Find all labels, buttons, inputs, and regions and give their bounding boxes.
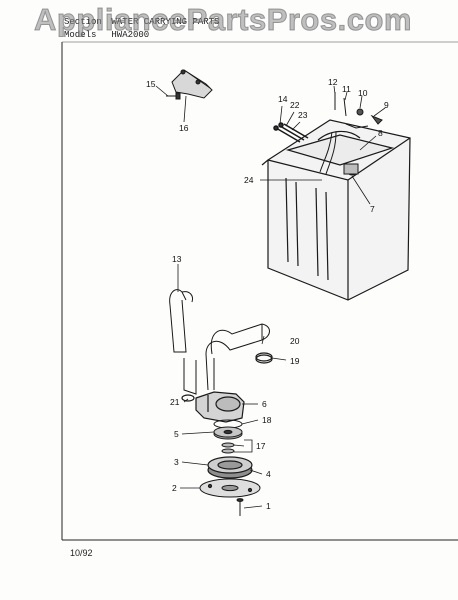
part-screw-15 bbox=[166, 92, 181, 100]
callout-22: 22 bbox=[290, 100, 300, 110]
callout-3: 3 bbox=[174, 457, 179, 467]
part-pump-6 bbox=[195, 391, 245, 423]
part-hose-20 bbox=[205, 323, 270, 391]
callout-14: 14 bbox=[278, 94, 288, 104]
revision-date: 10/92 bbox=[70, 548, 93, 558]
callout-7: 7 bbox=[370, 204, 375, 214]
part-gear-5 bbox=[213, 426, 243, 440]
part-clamp-21 bbox=[181, 394, 195, 402]
fasteners-top bbox=[334, 92, 383, 125]
part-plate-2 bbox=[199, 478, 261, 498]
callout-10: 10 bbox=[358, 88, 368, 98]
cabinet-body bbox=[261, 119, 411, 301]
part-clamp-19 bbox=[255, 352, 273, 364]
callout-9: 9 bbox=[384, 100, 389, 110]
callout-13: 13 bbox=[172, 254, 182, 264]
callout-labels: 15 16 12 11 10 9 14 22 23 8 24 7 13 20 1… bbox=[146, 77, 389, 511]
callout-21: 21 bbox=[170, 397, 180, 407]
watermark: AppliancePartsPros.com bbox=[34, 2, 412, 38]
section-label: Section bbox=[64, 17, 102, 27]
callout-1: 1 bbox=[266, 501, 271, 511]
header-models-line: Models HWA2000 bbox=[64, 30, 149, 40]
part-screw-1 bbox=[236, 498, 244, 516]
callout-15: 15 bbox=[146, 79, 156, 89]
header-section-line: Section WATER CARRYING PARTS bbox=[64, 17, 219, 27]
models-value: HWA2000 bbox=[111, 30, 150, 40]
callout-11: 11 bbox=[342, 84, 351, 94]
hose-bundle-14 bbox=[273, 122, 309, 143]
callout-17: 17 bbox=[256, 441, 266, 451]
part-bracket-16 bbox=[171, 69, 213, 99]
models-label: Models bbox=[64, 30, 97, 40]
part-hose-13 bbox=[169, 289, 197, 395]
callout-24: 24 bbox=[244, 175, 254, 185]
callout-4: 4 bbox=[266, 469, 271, 479]
top-hoses bbox=[319, 123, 369, 176]
part-housing-3 bbox=[207, 456, 253, 479]
section-value: WATER CARRYING PARTS bbox=[111, 17, 220, 27]
callout-5: 5 bbox=[174, 429, 179, 439]
callout-6: 6 bbox=[262, 399, 267, 409]
callout-23: 23 bbox=[298, 110, 308, 120]
callout-18: 18 bbox=[262, 415, 272, 425]
callout-12: 12 bbox=[328, 77, 338, 87]
callout-19: 19 bbox=[290, 356, 300, 366]
part-spacers-17 bbox=[221, 442, 235, 454]
callout-16: 16 bbox=[179, 123, 189, 133]
callout-leader-lines bbox=[155, 85, 386, 509]
callout-8: 8 bbox=[378, 128, 383, 138]
callout-2: 2 bbox=[172, 483, 177, 493]
callout-20: 20 bbox=[290, 336, 300, 346]
